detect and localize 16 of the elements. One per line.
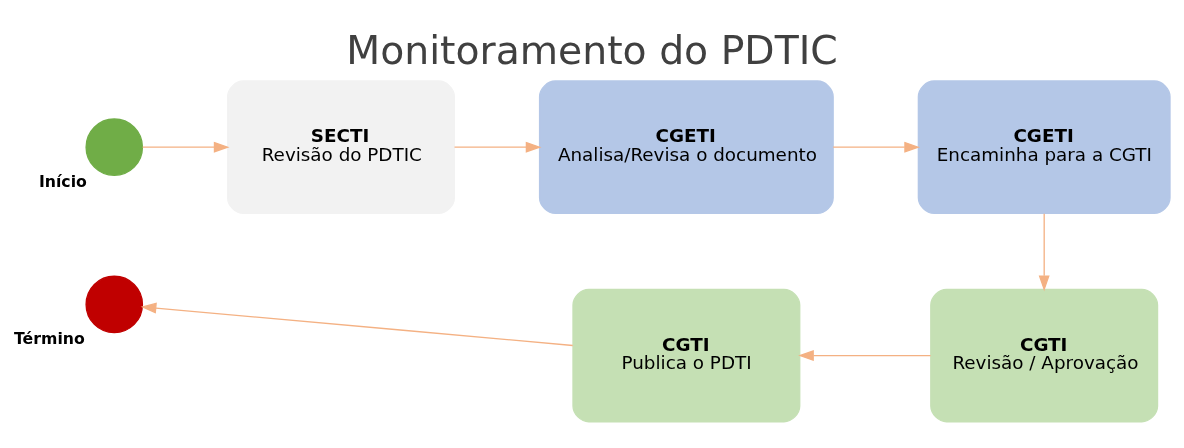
node-box: CGETI Encaminha para a CGTI — [917, 79, 1171, 214]
diagram-title: Monitoramento do PDTIC — [346, 27, 838, 73]
node-box: CGTI Revisão / Aprovação — [930, 288, 1159, 422]
node-circle — [85, 275, 144, 333]
arrow — [798, 349, 932, 361]
node-label: Início — [38, 171, 87, 191]
arrow — [453, 141, 542, 153]
node-label: Término — [13, 328, 85, 348]
arrow — [140, 302, 574, 346]
arrow — [832, 141, 921, 153]
node-box: CGETI Analisa/Revisa o documento — [538, 79, 834, 214]
arrow — [1038, 212, 1050, 291]
node-box: SECTI Revisão do PDTIC — [226, 79, 456, 214]
arrow — [141, 141, 230, 153]
node-box: CGTI Publica o PDTI — [572, 288, 801, 422]
node-circle — [85, 117, 144, 176]
